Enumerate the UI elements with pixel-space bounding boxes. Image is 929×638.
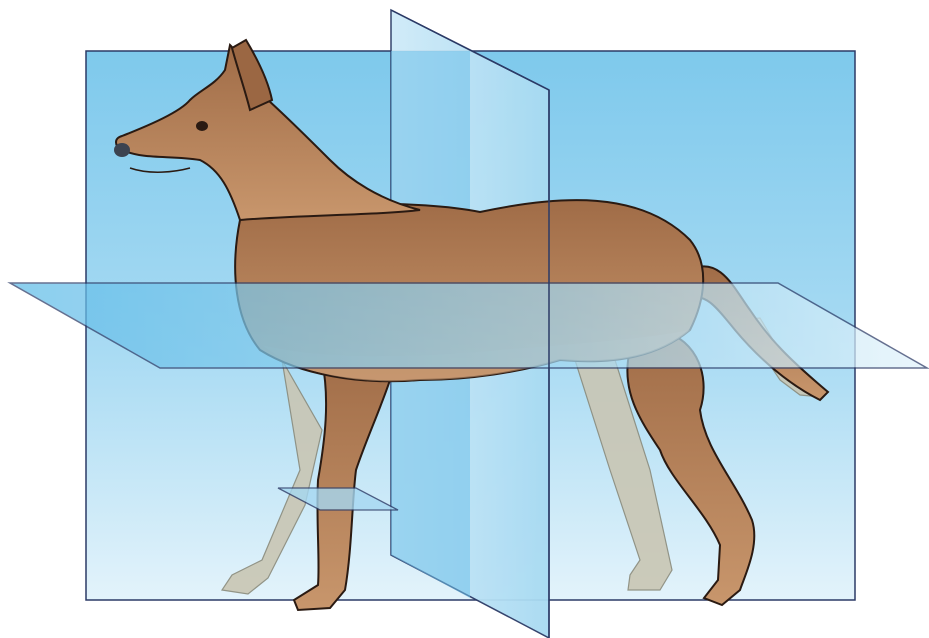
dog-nose: [114, 143, 130, 157]
dorsal-plane: [10, 283, 927, 368]
dog-eye: [196, 121, 208, 131]
